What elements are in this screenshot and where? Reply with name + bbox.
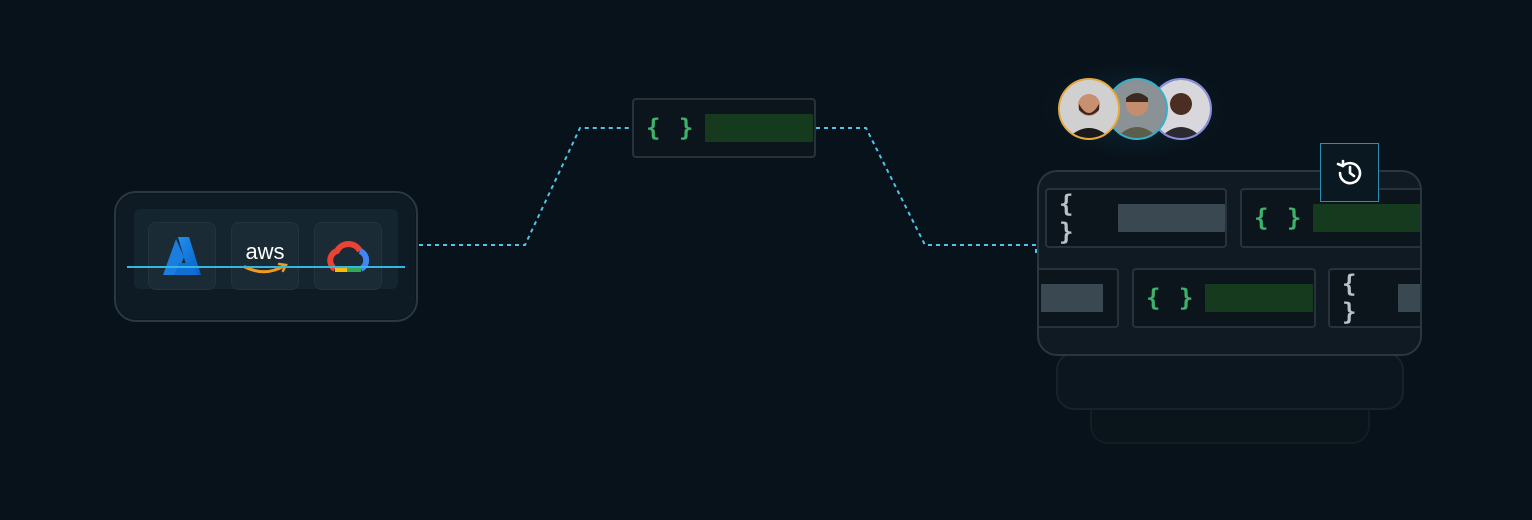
json-brace-icon: { }: [1342, 270, 1359, 326]
aws-tile: aws: [231, 222, 299, 290]
aws-icon: aws: [243, 239, 288, 274]
json-brace-icon: { }: [1146, 284, 1196, 312]
json-chip: { }: [1132, 268, 1316, 328]
aws-text: aws: [245, 239, 284, 264]
value-bar: [705, 114, 814, 142]
cloud-providers-panel: aws: [134, 209, 398, 290]
json-brace-icon: { }: [1059, 190, 1076, 246]
value-bar: [1313, 204, 1420, 232]
person-icon: [1060, 80, 1118, 138]
azure-tile: [148, 222, 216, 290]
json-brace-icon: { }: [1254, 204, 1304, 232]
cloud-providers-card: aws: [114, 191, 418, 322]
value-bar: [1117, 204, 1225, 232]
json-chip: { }: [1045, 188, 1227, 248]
json-brace-icon: { }: [646, 114, 696, 142]
google-cloud-icon: [327, 241, 370, 272]
value-bar: [1205, 284, 1314, 312]
json-grid-card: { } { } { } { }: [1037, 170, 1422, 356]
history-icon: [1336, 159, 1361, 184]
history-button[interactable]: [1320, 143, 1379, 202]
avatar: [1058, 78, 1120, 140]
json-chip: { }: [1328, 268, 1420, 328]
value-bar: [1398, 284, 1420, 312]
value-bar: [1041, 284, 1103, 312]
json-hub-node: { }: [632, 98, 816, 158]
cloud-highlight-line: [127, 266, 405, 268]
azure-icon: [163, 237, 201, 275]
google-cloud-tile: [314, 222, 382, 290]
json-chip: [1039, 268, 1119, 328]
stack-layer-middle: [1056, 352, 1404, 410]
